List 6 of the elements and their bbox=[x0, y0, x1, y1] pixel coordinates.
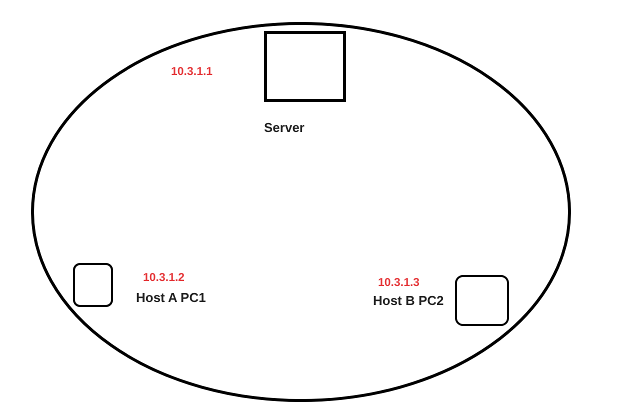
ip-address: 10.3.1.3 bbox=[378, 276, 420, 290]
server-label: Server bbox=[264, 120, 304, 136]
host-label: Host B PC2 bbox=[373, 293, 444, 309]
host-label: Host A PC1 bbox=[136, 290, 206, 306]
ip-address: 10.3.1.2 bbox=[143, 271, 185, 285]
ip-address: 10.3.1.1 bbox=[171, 65, 213, 79]
